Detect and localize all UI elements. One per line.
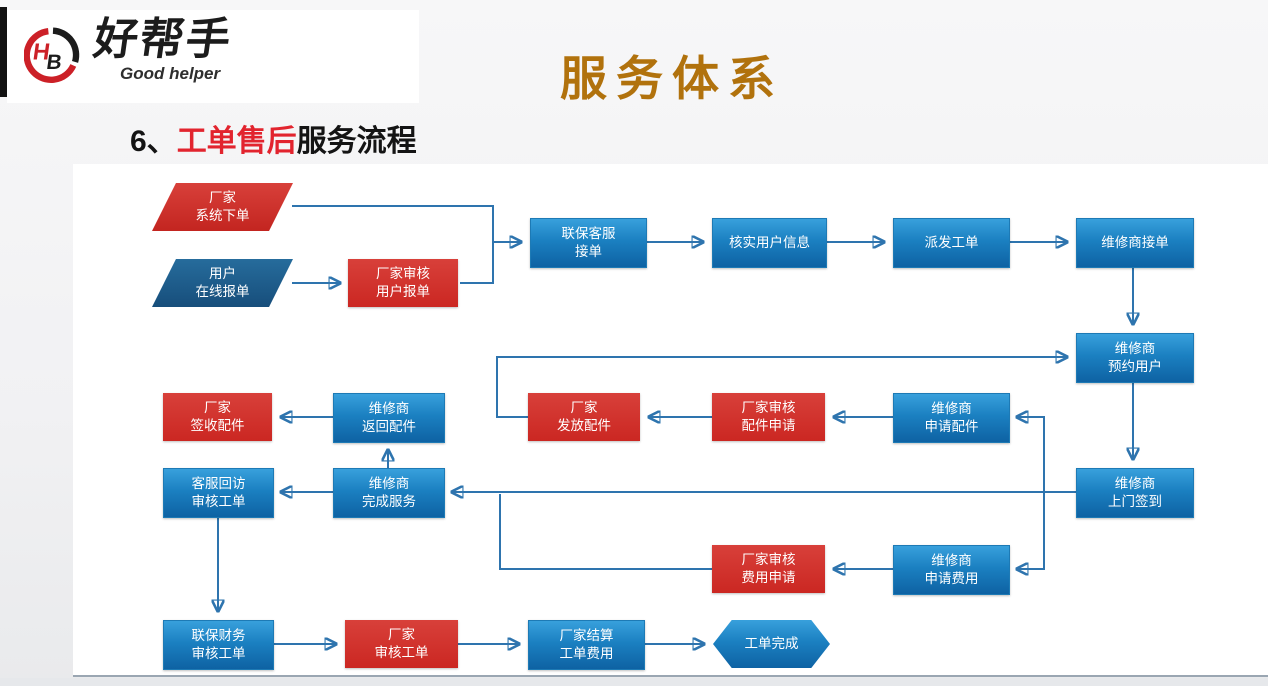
- node-factory-approve-parts: 厂家审核 配件申请: [712, 393, 825, 441]
- left-black-strip: [0, 7, 7, 97]
- flowchart-panel: [73, 164, 1268, 677]
- node-factory-verify-report: 厂家审核 用户报单: [348, 259, 458, 307]
- page-title: 服务体系: [560, 52, 784, 105]
- node-repairer-checkin: 维修商 上门签到: [1076, 468, 1194, 518]
- node-factory-settle-fee: 厂家结算 工单费用: [528, 620, 645, 670]
- subtitle-highlight: 工单售后: [176, 125, 297, 158]
- node-repairer-accept: 维修商接单: [1076, 218, 1194, 268]
- svg-text:B: B: [45, 51, 63, 74]
- brand-tagline: Good helper: [120, 64, 221, 83]
- node-factory-approve-fee: 厂家审核 费用申请: [712, 545, 825, 593]
- bottom-strip: [0, 678, 1268, 686]
- brand-logo: H B 好帮手 Good helper: [24, 14, 236, 84]
- node-factory-review-order: 厂家 审核工单: [345, 620, 458, 668]
- node-lianbao-finance-review: 联保财务 审核工单: [163, 620, 274, 670]
- node-cs-followup-review: 客服回访 审核工单: [163, 468, 274, 518]
- node-factory-sign-parts: 厂家 签收配件: [163, 393, 272, 441]
- node-repairer-finish: 维修商 完成服务: [333, 468, 445, 518]
- subtitle-prefix: 6、: [130, 125, 177, 158]
- node-repairer-apply-parts: 维修商 申请配件: [893, 393, 1010, 443]
- section-subtitle: 6、工单售后服务流程: [130, 116, 417, 160]
- brand-name: 好帮手: [90, 14, 236, 65]
- node-factory-issue-parts: 厂家 发放配件: [528, 393, 640, 441]
- hb-circle-icon: H B: [24, 27, 80, 83]
- node-dispatch-order: 派发工单: [893, 218, 1010, 268]
- node-factory-system-order: 厂家 系统下单: [152, 183, 293, 231]
- node-repairer-apply-fee: 维修商 申请费用: [893, 545, 1010, 595]
- brand-text-block: 好帮手 Good helper: [90, 14, 236, 84]
- subtitle-rest: 服务流程: [296, 125, 417, 158]
- node-user-online-report: 用户 在线报单: [152, 259, 293, 307]
- node-repairer-appoint: 维修商 预约用户: [1076, 333, 1194, 383]
- node-order-complete: 工单完成: [713, 620, 830, 668]
- node-lianbao-cs-accept: 联保客服 接单: [530, 218, 647, 268]
- node-verify-user-info: 核实用户信息: [712, 218, 827, 268]
- svg-text:H: H: [31, 39, 51, 65]
- node-repairer-return-parts: 维修商 返回配件: [333, 393, 445, 443]
